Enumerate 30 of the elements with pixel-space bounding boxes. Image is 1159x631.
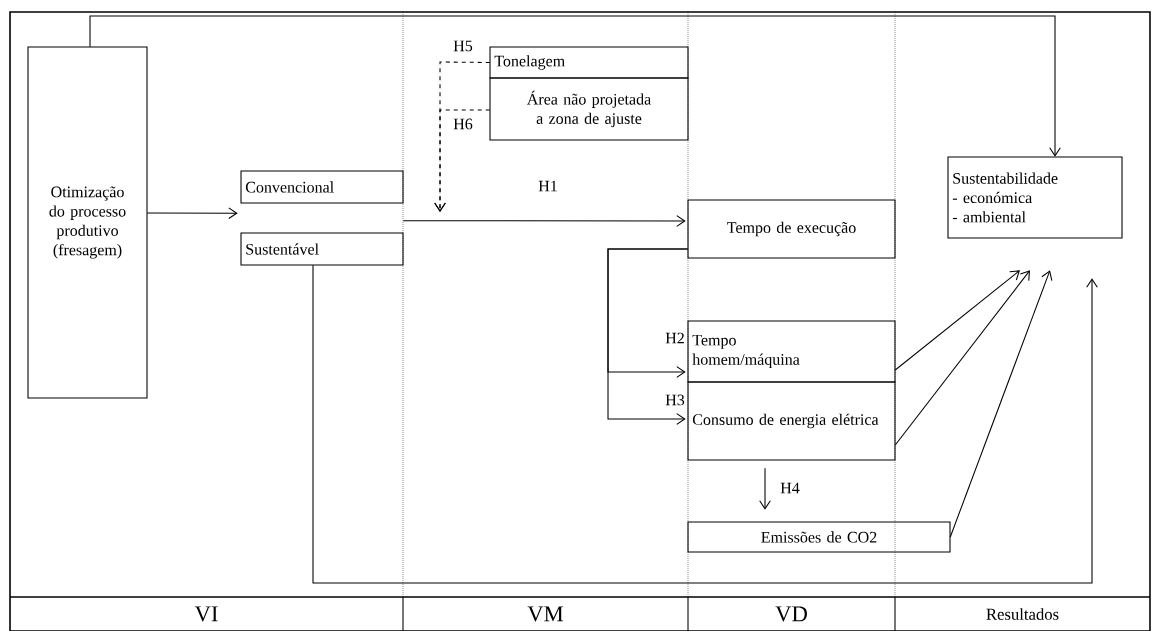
- arrow: [894, 270, 1030, 446]
- box: Tempo de execução: [687, 199, 896, 259]
- box: Tempo homem/máquina: [687, 320, 896, 383]
- arrow: [894, 270, 1020, 371]
- edge-label: H3: [665, 394, 685, 406]
- box: Sustentável: [240, 232, 404, 266]
- arrow: [949, 270, 1053, 538]
- arrow: [434, 109, 491, 212]
- arrow: [312, 264, 1098, 584]
- edge-label: H1: [538, 180, 557, 192]
- arrow: [759, 467, 771, 510]
- box: Emissões de CO2: [687, 521, 951, 553]
- column-heading: VM: [527, 606, 564, 622]
- column-heading: VI: [194, 606, 218, 622]
- edge-label: H5: [453, 40, 473, 52]
- box: Consumo de energia elétrica: [687, 381, 896, 461]
- arrow: [146, 207, 238, 220]
- edge-label: H4: [780, 482, 800, 494]
- edge-label: H6: [453, 118, 473, 130]
- edge-label: H2: [665, 332, 684, 344]
- column-heading: Resultados: [986, 608, 1059, 620]
- box: Área não projetada a zona de ajuste: [489, 77, 689, 141]
- column-heading: VD: [775, 606, 807, 622]
- arrow: [607, 248, 689, 425]
- box: Sustentabilidade - económica - ambiental: [947, 156, 1123, 239]
- box: Otimização do processo produtivo (fresagem): [27, 46, 148, 399]
- box: Convencional: [240, 170, 404, 204]
- arrow: [402, 215, 686, 227]
- arrow: [89, 15, 1061, 157]
- box: Tonelagem: [489, 46, 689, 79]
